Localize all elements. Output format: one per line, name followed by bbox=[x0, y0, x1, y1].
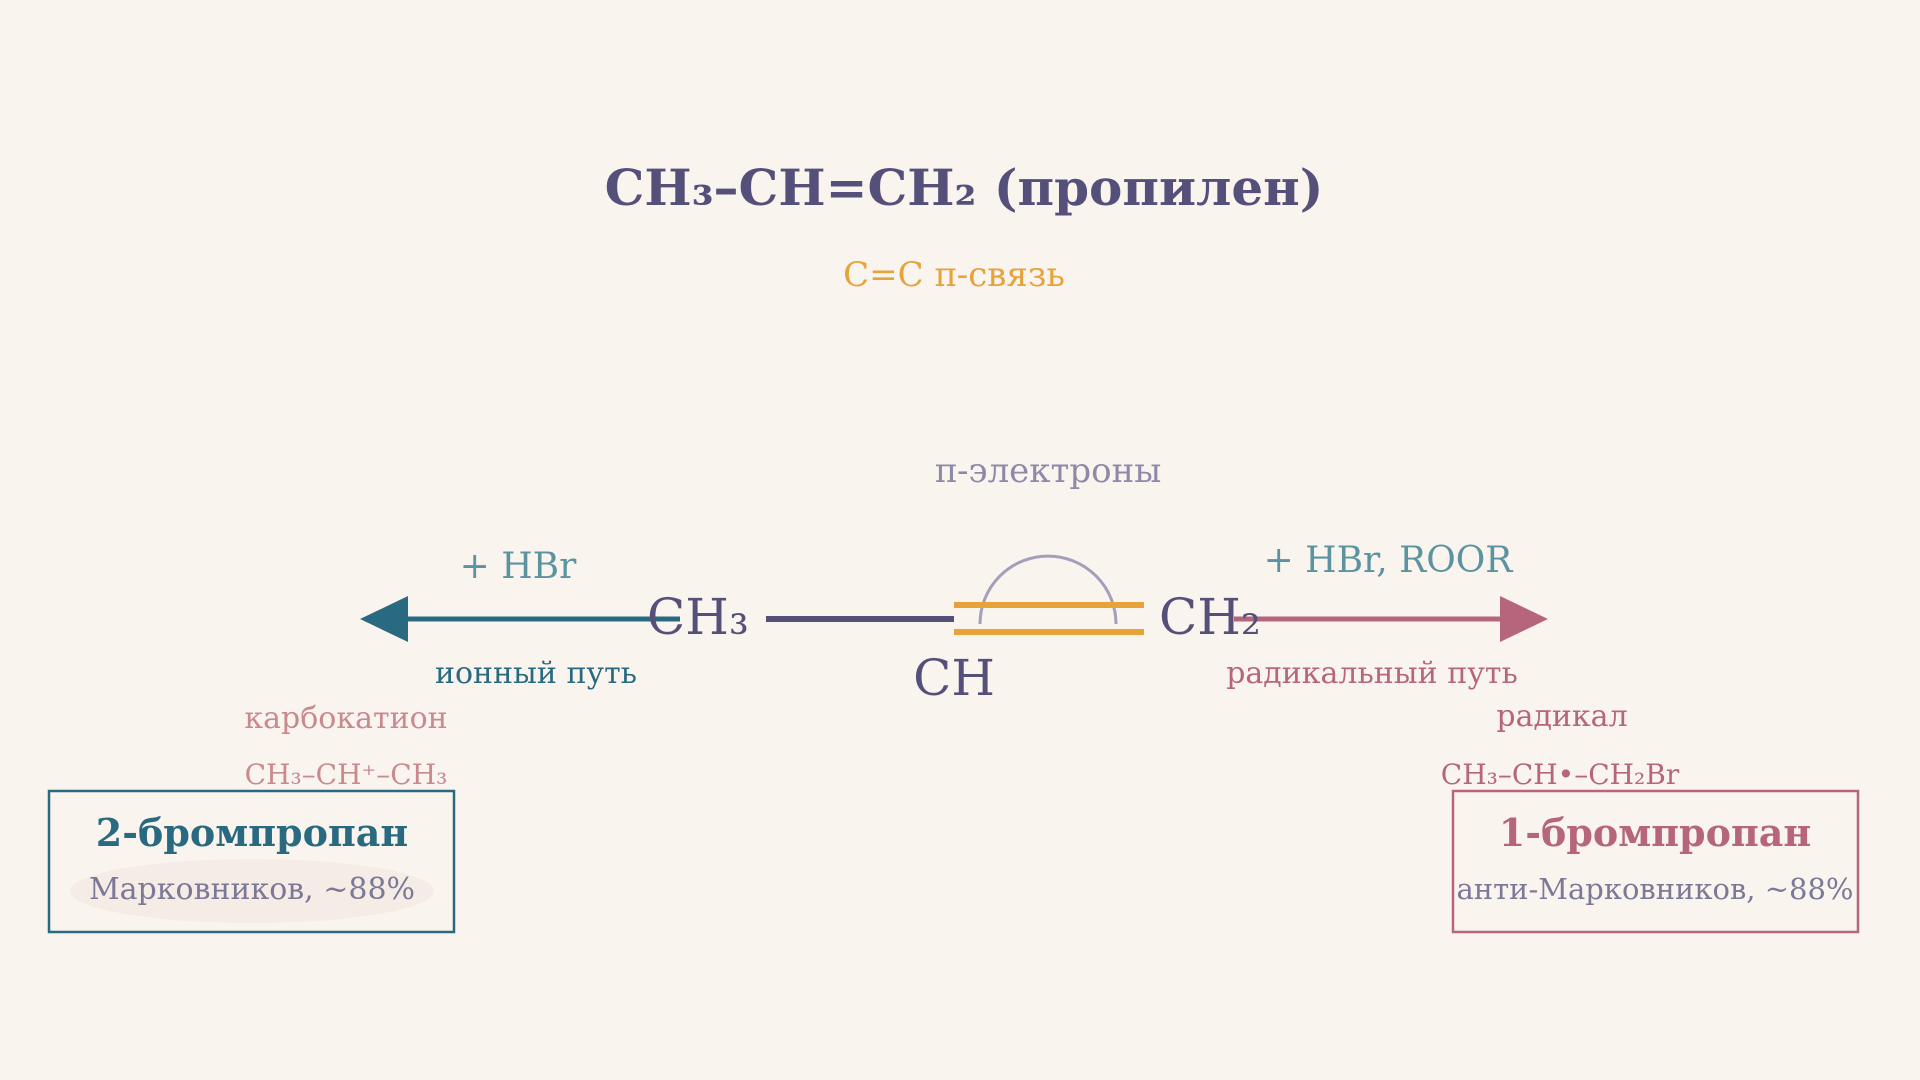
radical-path-label: радикальный путь bbox=[1226, 656, 1518, 691]
product-note-right: анти-Марковников, ~88% bbox=[1456, 872, 1853, 906]
pi-electrons-label: π-электроны bbox=[935, 451, 1162, 491]
product-name-left: 2-бромпропан bbox=[96, 810, 408, 855]
carbocation-formula: CH₃–CH⁺–CH₃ bbox=[245, 758, 448, 791]
carbocation-label: карбокатион bbox=[244, 701, 447, 736]
ionic-arrow-head bbox=[360, 596, 408, 642]
atom-ch: CH bbox=[913, 649, 995, 707]
atom-ch2: CH₂ bbox=[1159, 588, 1261, 646]
pi-bond-subtitle: C=C π-связь bbox=[843, 255, 1065, 295]
product-note-left: Марковников, ~88% bbox=[89, 872, 415, 907]
product-name-right: 1-бромпропан bbox=[1499, 810, 1811, 855]
radical-reagent: + HBr, ROOR bbox=[1264, 540, 1514, 581]
ionic-reagent: + HBr bbox=[460, 546, 577, 587]
radical-formula: CH₃–CH•–CH₂Br bbox=[1441, 758, 1680, 791]
product-note-highlight-left bbox=[70, 859, 434, 923]
radical-label: радикал bbox=[1496, 699, 1627, 734]
radical-arrow-head bbox=[1500, 596, 1548, 642]
product-box-right bbox=[1451, 789, 1860, 934]
pi-electron-arc bbox=[978, 554, 1118, 625]
atom-ch3: CH₃ bbox=[647, 588, 749, 646]
page-title: CH₃–CH=CH₂ (пропилен) bbox=[605, 158, 1324, 217]
ionic-path-label: ионный путь bbox=[435, 656, 637, 691]
